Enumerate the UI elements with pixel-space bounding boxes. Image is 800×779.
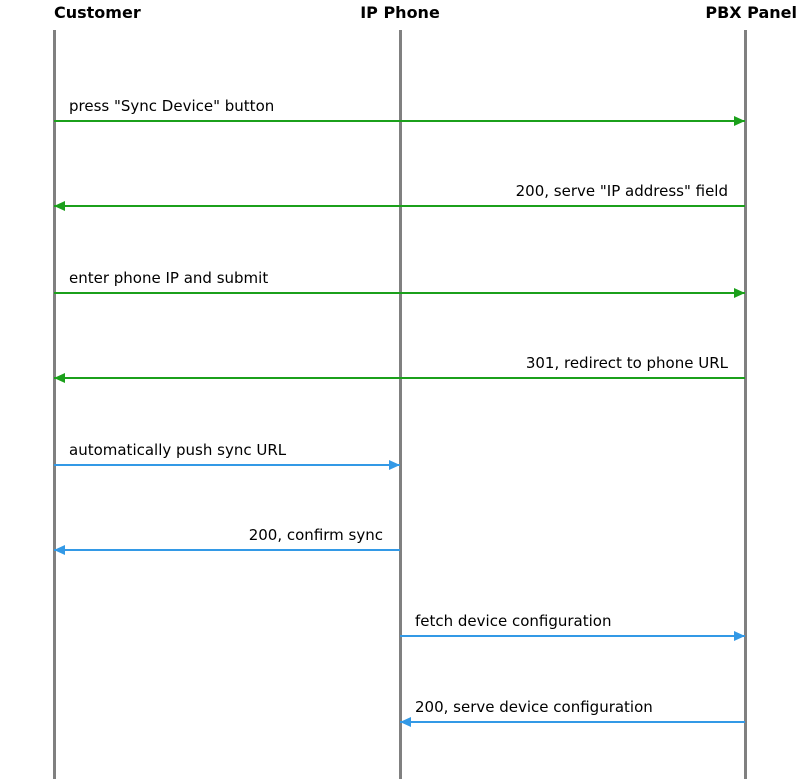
lifeline-pbx-panel [744, 30, 747, 779]
message-line [54, 549, 400, 551]
message-line [400, 635, 745, 637]
arrowhead-right-icon [734, 116, 745, 126]
message-label: enter phone IP and submit [69, 269, 269, 287]
message-label: 301, redirect to phone URL [525, 354, 728, 372]
message-label: press "Sync Device" button [69, 97, 275, 115]
message-line [54, 377, 745, 379]
message-label: automatically push sync URL [69, 441, 287, 459]
arrowhead-left-icon [54, 373, 65, 383]
message-label: 200, serve "IP address" field [515, 182, 728, 200]
arrowhead-left-icon [54, 201, 65, 211]
message-label: 200, confirm sync [248, 526, 383, 544]
participant-label-pbx-panel: PBX Panel [705, 3, 797, 22]
arrowhead-left-icon [400, 717, 411, 727]
participant-label-customer: Customer [54, 3, 141, 22]
message-label: 200, serve device configuration [415, 698, 653, 716]
message-label: fetch device configuration [415, 612, 612, 630]
arrowhead-left-icon [54, 545, 65, 555]
message-line [54, 205, 745, 207]
lifeline-customer [53, 30, 56, 779]
participant-label-ip-phone: IP Phone [360, 3, 440, 22]
message-line [54, 292, 745, 294]
arrowhead-right-icon [734, 631, 745, 641]
message-line [400, 721, 745, 723]
message-line [54, 464, 400, 466]
lifeline-ip-phone [399, 30, 402, 779]
arrowhead-right-icon [734, 288, 745, 298]
message-line [54, 120, 745, 122]
arrowhead-right-icon [389, 460, 400, 470]
